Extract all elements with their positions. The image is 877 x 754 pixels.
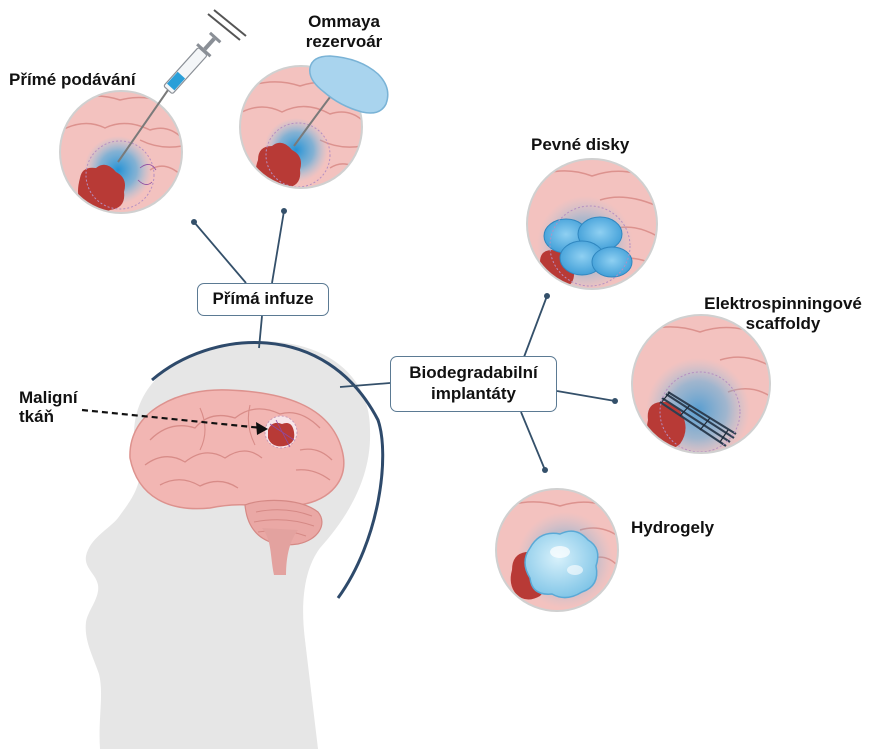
direct-injection-inset: [60, 91, 182, 214]
electrospun-inset: [632, 315, 770, 462]
label-solid-disks: Pevné disky: [531, 135, 629, 155]
box-direct-infusion: Přímá infuze: [197, 283, 329, 316]
box-biodegradable-line1: Biodegradabilní: [391, 362, 556, 383]
label-electrospun-line1: Elektrospinningové: [697, 294, 869, 314]
box-biodegradable-implants: Biodegradabilní implantáty: [390, 356, 557, 412]
label-hydrogels: Hydrogely: [631, 518, 714, 538]
label-malignant-line2: tkáň: [19, 407, 78, 426]
box-biodegradable-line2: implantáty: [391, 383, 556, 404]
label-ommaya-line2: rezervoár: [298, 32, 390, 52]
label-ommaya: Ommaya rezervoár: [298, 12, 390, 52]
label-electrospun: Elektrospinningové scaffoldy: [697, 294, 869, 334]
label-electrospun-line2: scaffoldy: [697, 314, 869, 334]
label-malignant-tissue: Maligní tkáň: [19, 388, 78, 426]
label-malignant-line1: Maligní: [19, 388, 78, 407]
hydrogels-inset: [496, 489, 618, 611]
label-ommaya-line1: Ommaya: [298, 12, 390, 32]
ommaya-inset: [240, 56, 388, 192]
solid-disks-inset: [527, 159, 657, 292]
label-direct-injection: Přímé podávání: [9, 70, 136, 90]
